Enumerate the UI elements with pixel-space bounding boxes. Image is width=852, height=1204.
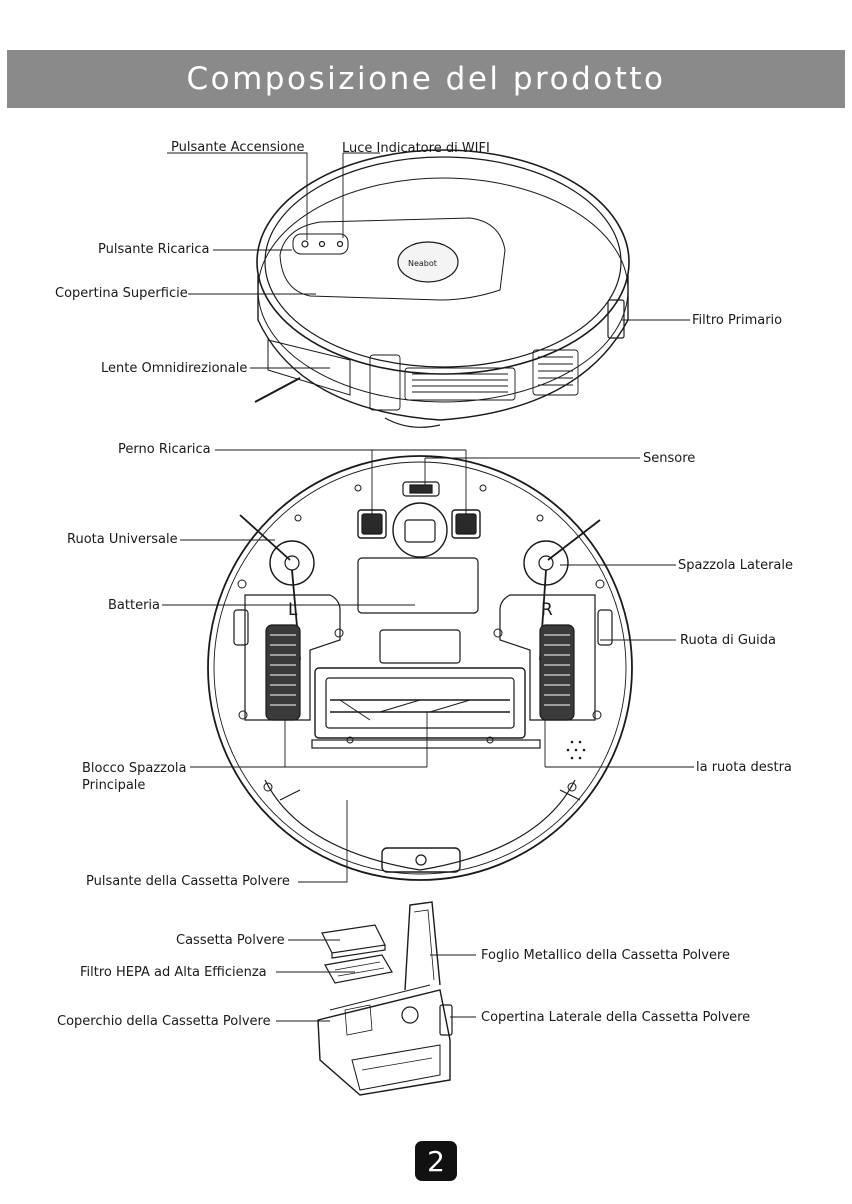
label-omni-lens: Lente Omnidirezionale [101, 361, 248, 376]
label-sensor: Sensore [643, 451, 696, 466]
brand-logo-badge [397, 241, 459, 283]
page-title: Composizione del prodotto [186, 61, 666, 97]
brand-logo: Neabot [408, 259, 437, 268]
label-battery: Batteria [108, 598, 160, 613]
label-dustbin: Cassetta Polvere [176, 933, 285, 948]
label-dustbin-lid: Coperchio della Cassetta Polvere [57, 1014, 271, 1029]
label-main-brush-block: Blocco Spazzola Principale [82, 761, 187, 793]
label-power-button: Pulsante Accensione [171, 140, 305, 155]
label-dustbin-button: Pulsante della Cassetta Polvere [86, 874, 290, 889]
label-primary-filter: Filtro Primario [692, 313, 783, 328]
label-drive-wheel: Ruota di Guida [680, 633, 776, 648]
label-dustbin-metal-sheet: Foglio Metallico della Cassetta Polvere [481, 948, 731, 963]
robot-bottom-view [207, 455, 633, 881]
left-drive-wheel [265, 624, 301, 721]
label-charge-pin: Perno Ricarica [118, 442, 211, 457]
page-header: Composizione del prodotto [7, 50, 845, 108]
right-drive-wheel [539, 624, 575, 721]
label-surface-cover: Copertina Superficie [55, 286, 188, 301]
label-hepa-filter: Filtro HEPA ad Alta Efficienza [80, 965, 267, 980]
label-dustbin-side-cover: Copertina Laterale della Cassetta Polver… [481, 1010, 751, 1025]
page-number: 2 [415, 1141, 457, 1181]
side-vents [369, 349, 579, 411]
label-universal-wheel: Ruota Universale [67, 532, 178, 547]
label-right-wheel: la ruota destra [696, 760, 792, 775]
label-wifi-light: Luce Indicatore di WIFI [342, 141, 490, 156]
label-charge-button: Pulsante Ricarica [98, 242, 210, 257]
robot-top-view [254, 149, 630, 428]
power-button-icon [301, 240, 309, 248]
left-mark: L [288, 600, 298, 620]
omni-lens [267, 339, 351, 396]
hepa-filter-shape [324, 954, 393, 984]
label-side-brush: Spazzola Laterale [678, 558, 794, 573]
dustbin-exploded-view [317, 901, 453, 1096]
filter-sponge [321, 924, 386, 954]
right-mark: R [541, 600, 553, 620]
